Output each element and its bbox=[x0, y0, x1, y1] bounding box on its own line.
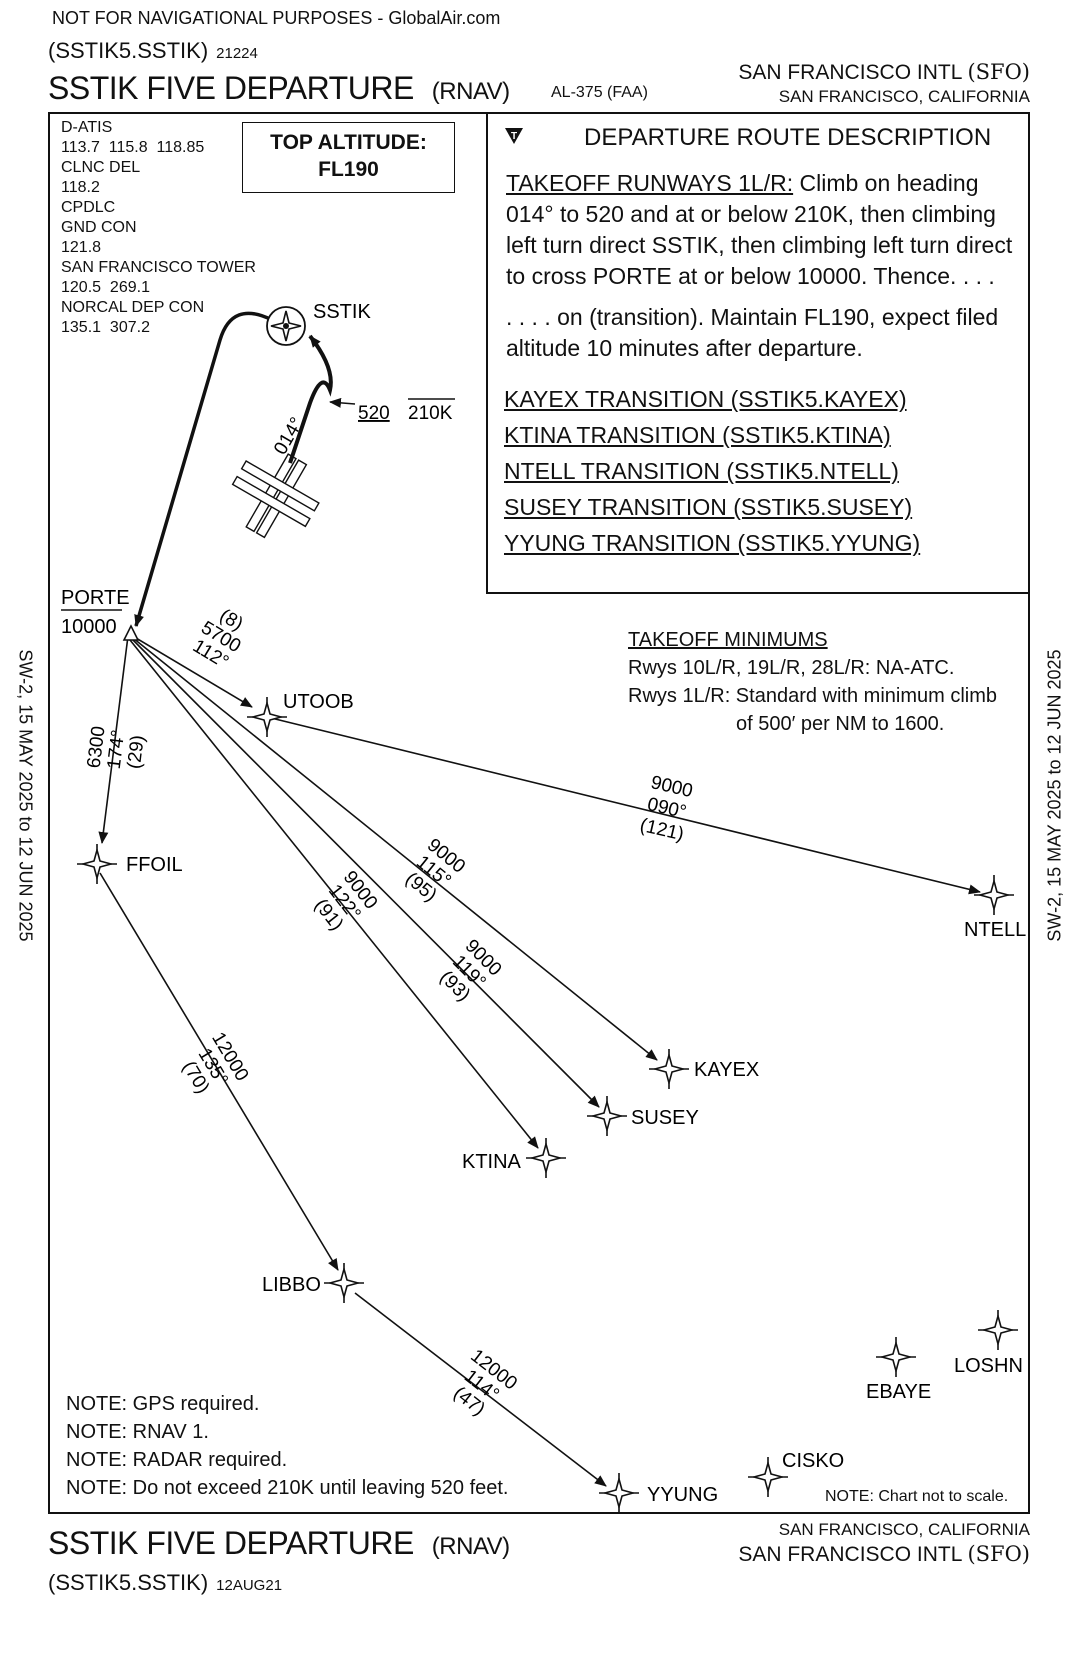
top-altitude-value: FL190 bbox=[318, 158, 379, 181]
title-text: SSTIK FIVE DEPARTURE bbox=[48, 70, 414, 106]
rnav-label: (RNAV) bbox=[431, 78, 510, 105]
ffoil-waypoint-icon bbox=[76, 843, 118, 885]
top-altitude-label: TOP ALTITUDE: bbox=[270, 131, 427, 154]
ktina-waypoint-icon bbox=[525, 1137, 567, 1179]
sstik-label: SSTIK bbox=[313, 301, 371, 323]
climb-altitude-label: 520 bbox=[358, 403, 390, 424]
leg-ffoil-libbo bbox=[99, 872, 339, 1271]
takeoff-minimums-title: TAKEOFF MINIMUMS bbox=[628, 629, 828, 651]
footer-title-text: SSTIK FIVE DEPARTURE bbox=[48, 1525, 414, 1561]
airport-name: SAN FRANCISCO INTL (SFO) bbox=[738, 60, 1030, 85]
porte-triangle-icon bbox=[122, 624, 140, 641]
porte-ffoil-course: 174° bbox=[104, 729, 130, 771]
loshn-label: LOSHN bbox=[954, 1355, 1023, 1377]
transition-yyung: YYUNG TRANSITION (SSTIK5.YYUNG) bbox=[504, 530, 921, 556]
leg-utoob-ntell bbox=[266, 716, 981, 895]
loshn-waypoint-icon bbox=[977, 1309, 1019, 1351]
al-number: AL-375 (FAA) bbox=[551, 84, 648, 101]
leg-porte-utoob bbox=[130, 634, 253, 708]
takeoff-minimums-line2: Rwys 1L/R: Standard with minimum climb bbox=[628, 685, 997, 707]
procedure-title: SSTIK FIVE DEPARTURE (RNAV) bbox=[48, 70, 510, 107]
computer-code: (SSTIK5.SSTIK) 21224 bbox=[48, 38, 258, 64]
not-to-scale-note: NOTE: Chart not to scale. bbox=[825, 1488, 1009, 1505]
leg-porte-ffoil bbox=[98, 635, 129, 844]
footer-airport-code: (SFO) bbox=[967, 1542, 1030, 1566]
note-radar: NOTE: RADAR required. bbox=[66, 1449, 288, 1471]
note-speed: NOTE: Do not exceed 210K until leaving 5… bbox=[66, 1477, 509, 1499]
utoob-waypoint-icon bbox=[246, 696, 288, 738]
top-altitude-box: TOP ALTITUDE: FL190 bbox=[242, 122, 455, 193]
svg-text:T: T bbox=[511, 131, 517, 142]
route-description-box bbox=[486, 112, 1030, 594]
transition-kayex: KAYEX TRANSITION (SSTIK5.KAYEX) bbox=[504, 386, 907, 412]
footer-airport: SAN FRANCISCO INTL (SFO) bbox=[738, 1542, 1030, 1567]
footer-title: SSTIK FIVE DEPARTURE (RNAV) bbox=[48, 1525, 510, 1562]
ntell-waypoint-icon bbox=[973, 874, 1015, 916]
ffoil-label: FFOIL bbox=[126, 854, 183, 876]
leg-libbo-yyung bbox=[354, 1292, 607, 1487]
airport-runways-icon bbox=[231, 453, 320, 539]
porte-label: PORTE bbox=[61, 587, 130, 609]
susey-label: SUSEY bbox=[631, 1107, 699, 1129]
route-description-text: TAKEOFF RUNWAYS 1L/R: Climb on heading 0… bbox=[506, 168, 1016, 292]
porte-ffoil-altitude: 6300 bbox=[84, 725, 110, 770]
sstik-to-porte-path bbox=[134, 311, 273, 627]
disclaimer: NOT FOR NAVIGATIONAL PURPOSES - GlobalAi… bbox=[52, 8, 501, 28]
utoob-label: UTOOB bbox=[283, 691, 354, 713]
kayex-waypoint-icon bbox=[648, 1048, 690, 1090]
transition-ntell: NTELL TRANSITION (SSTIK5.NTELL) bbox=[504, 458, 899, 484]
kayex-label: KAYEX bbox=[694, 1059, 759, 1081]
leg-porte-susey bbox=[131, 638, 600, 1108]
transition-ktina: KTINA TRANSITION (SSTIK5.KTINA) bbox=[504, 422, 891, 448]
airport-name-text: SAN FRANCISCO INTL bbox=[738, 61, 962, 84]
runways-instructions: Climb on heading 014° to 520 and at or b… bbox=[506, 170, 1013, 289]
yyung-waypoint-icon bbox=[598, 1472, 640, 1514]
porte-altitude: 10000 bbox=[61, 616, 117, 638]
transition-susey: SUSEY TRANSITION (SSTIK5.SUSEY) bbox=[504, 494, 913, 520]
climb-speed-label: 210K bbox=[408, 403, 453, 424]
airport-city: SAN FRANCISCO, CALIFORNIA bbox=[778, 87, 1030, 106]
libbo-label: LIBBO bbox=[262, 1274, 321, 1296]
takeoff-minimums-line1: Rwys 10L/R, 19L/R, 28L/R: NA-ATC. bbox=[628, 657, 955, 679]
footer-procedure-code: (SSTIK5.SSTIK) bbox=[48, 1570, 209, 1595]
cisko-label: CISKO bbox=[782, 1450, 844, 1472]
ntell-label: NTELL bbox=[964, 919, 1026, 941]
libbo-waypoint-icon bbox=[323, 1262, 365, 1304]
porte-ffoil-distance: (29) bbox=[124, 734, 149, 770]
airport-code: (SFO) bbox=[967, 60, 1030, 84]
ktina-label: KTINA bbox=[462, 1151, 522, 1173]
footer-rnav-label: (RNAV) bbox=[431, 1533, 510, 1560]
procedure-code: (SSTIK5.SSTIK) bbox=[48, 38, 209, 63]
footer-city: SAN FRANCISCO, CALIFORNIA bbox=[778, 1520, 1030, 1539]
takeoff-minimums: TAKEOFF MINIMUMS Rwys 10L/R, 19L/R, 28L/… bbox=[628, 626, 997, 738]
leg-porte-kayex bbox=[132, 637, 658, 1061]
footer-code: (SSTIK5.SSTIK) 12AUG21 bbox=[48, 1570, 282, 1596]
initial-climb-path bbox=[288, 334, 333, 464]
note-gps: NOTE: GPS required. bbox=[66, 1393, 260, 1415]
footer-airport-name: SAN FRANCISCO INTL bbox=[738, 1543, 962, 1566]
takeoff-minimums-triangle-icon: T bbox=[505, 128, 523, 144]
note-rnav: NOTE: RNAV 1. bbox=[66, 1421, 209, 1443]
leg-porte-ktina bbox=[129, 639, 539, 1149]
ebaye-label: EBAYE bbox=[866, 1381, 931, 1403]
amendment-number: 21224 bbox=[216, 45, 258, 62]
route-description-title: DEPARTURE ROUTE DESCRIPTION bbox=[584, 124, 992, 151]
runways-label: TAKEOFF RUNWAYS 1L/R: bbox=[506, 170, 794, 196]
route-continuation: . . . . on (transition). Maintain FL190,… bbox=[506, 304, 999, 361]
yyung-label: YYUNG bbox=[647, 1484, 718, 1506]
ebaye-waypoint-icon bbox=[875, 1336, 917, 1378]
footer-date: 12AUG21 bbox=[216, 1577, 283, 1594]
takeoff-minimums-line3: of 500′ per NM to 1600. bbox=[736, 713, 945, 735]
frequency-list: D-ATIS 113.7 115.8 118.85 CLNC DEL 118.2… bbox=[61, 119, 256, 336]
chart-frame bbox=[48, 112, 1030, 1514]
sstik-waypoint-icon bbox=[266, 306, 306, 346]
